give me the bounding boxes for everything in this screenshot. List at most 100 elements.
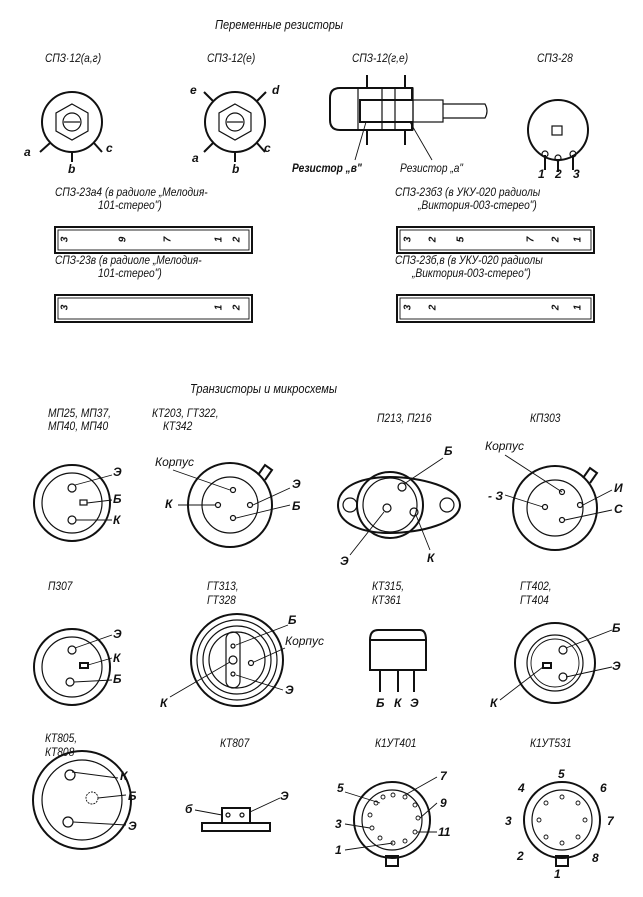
pot-sp3-12ag-drawing xyxy=(39,91,103,162)
pin-label: 7 xyxy=(440,769,447,783)
pin-label: К xyxy=(427,551,435,565)
transistor-kp303-drawing xyxy=(504,454,613,551)
pin-label: Корпус xyxy=(485,439,525,453)
label-sp3-23bv-line2: „Виктория-003-стерео") xyxy=(412,266,531,280)
pin-label: 2 xyxy=(427,304,439,311)
pin-label: Э xyxy=(612,659,621,673)
pot-sp3-12e-drawing xyxy=(203,91,267,162)
label-kt315-line2: КТ361 xyxy=(372,593,402,607)
pin-label: 3 xyxy=(59,236,71,243)
pin-label: 9 xyxy=(440,796,447,810)
pin-label: 2 xyxy=(550,236,562,243)
label-sp3-23b3-line2: „Виктория-003-стерео") xyxy=(418,198,537,212)
pin-label: 1 xyxy=(572,304,584,311)
pin-label: Э xyxy=(292,477,301,491)
pin-label: 2 xyxy=(231,236,243,243)
pin-label: 1 xyxy=(335,843,342,857)
pin-label: Э xyxy=(280,789,289,803)
pin-label: 1 xyxy=(213,304,225,311)
pin-label: Корпус xyxy=(285,634,325,648)
transistor-gt313-drawing xyxy=(169,613,289,707)
pin-label: b xyxy=(68,162,76,176)
label-sp3-23v-line2: 101-стерео") xyxy=(98,266,162,280)
section-title-transistors: Транзисторы и микросхемы xyxy=(190,381,337,396)
pin-label: 9 xyxy=(117,236,129,243)
pin-label: 3 xyxy=(59,304,71,311)
pin-label: d xyxy=(272,83,280,97)
pin-label: Б xyxy=(288,613,297,627)
pin-label: 1 xyxy=(538,167,545,181)
pin-label: 2 xyxy=(517,849,524,863)
pin-label: e xyxy=(190,83,197,97)
pin-label: Э xyxy=(410,696,419,710)
transistor-p213-drawing xyxy=(336,457,462,556)
label-p307: П307 xyxy=(48,579,73,593)
pin-label: К xyxy=(113,513,121,527)
pin-label: 6 xyxy=(600,781,607,795)
pin-label: Э xyxy=(285,683,294,697)
pin-label: И xyxy=(614,481,623,495)
label-sp3-23a4-line2: 101-стерео") xyxy=(98,198,162,212)
label-kt203-line2: КТ342 xyxy=(163,419,193,433)
pin-label: 3 xyxy=(402,236,414,243)
pin-label: 7 xyxy=(525,236,537,243)
pin-label: 2 xyxy=(427,236,439,243)
label-mp25-line2: МП40, МП40 xyxy=(48,419,109,433)
label-kp303: КП303 xyxy=(530,411,561,425)
label-sp3-23a4: СПЗ-23а4 (в радиоле „Мелодия- xyxy=(55,185,208,199)
pin-label: 5 xyxy=(337,781,344,795)
ic-k1ut531-drawing xyxy=(523,781,601,867)
label-gt402: ГТ402, xyxy=(520,579,552,593)
label-resistor-v: Резистор „в" xyxy=(292,161,362,175)
pin-label: 1 xyxy=(554,867,561,881)
pin-label: 5 xyxy=(455,236,467,243)
transistor-p307-drawing xyxy=(33,628,113,706)
label-sp3-12e: СПЗ-12(е) xyxy=(207,51,256,65)
pin-label: 3 xyxy=(335,817,342,831)
pin-label: Б xyxy=(376,696,385,710)
pin-label: Э xyxy=(128,819,137,833)
pin-label: 2 xyxy=(550,304,562,311)
pin-label: К xyxy=(160,696,168,710)
label-kt807: КТ807 xyxy=(220,736,250,750)
ic-k1ut401-drawing xyxy=(344,776,438,867)
pin-label: - З xyxy=(488,489,504,503)
section-title-resistors: Переменные резисторы xyxy=(215,17,344,32)
transistor-gt402-drawing xyxy=(499,622,613,704)
pin-label: 2 xyxy=(555,167,562,181)
pot-sp3-12ge-drawing xyxy=(329,75,488,161)
label-kt805: КТ805, xyxy=(45,731,78,745)
pin-label: К xyxy=(394,696,402,710)
pin-label: 8 xyxy=(592,851,599,865)
pin-label: К xyxy=(120,769,128,783)
pin-label: 3 xyxy=(505,814,512,828)
resistor-boxes xyxy=(54,226,595,323)
pin-label: Э xyxy=(113,627,122,641)
pin-label: С xyxy=(614,502,623,516)
transistor-kt807-drawing xyxy=(194,797,281,832)
label-gt402-line2: ГТ404 xyxy=(520,593,549,607)
pin-label: Э xyxy=(340,554,349,568)
label-sp3-12ag: СПЗ·12(а,г) xyxy=(45,51,102,65)
pin-label: Э xyxy=(113,465,122,479)
label-sp3-23bv: СПЗ-23б,в (в УКУ-020 радиолы xyxy=(395,253,543,267)
pin-label: 5 xyxy=(558,767,565,781)
pin-label: b xyxy=(232,162,240,176)
pin-label: Б xyxy=(612,621,621,635)
pin-label: 1 xyxy=(572,236,584,243)
pin-label: К xyxy=(490,696,498,710)
pin-label: 7 xyxy=(607,814,614,828)
label-sp3-23b3: СПЗ-23б3 (в УКУ-020 радиолы xyxy=(395,185,541,199)
pin-label: 1 xyxy=(213,236,225,243)
pin-label: Корпус xyxy=(155,455,195,469)
label-sp3-28: СПЗ-28 xyxy=(537,51,573,65)
pot-sp3-28-drawing xyxy=(527,99,589,172)
label-sp3-12ge: СПЗ-12(г,е) xyxy=(352,51,409,65)
pin-label: 3 xyxy=(402,304,414,311)
pin-label: Б xyxy=(128,789,137,803)
label-k1ut531: К1УТ531 xyxy=(530,736,572,750)
pin-label: 11 xyxy=(438,825,451,839)
pin-label: Б xyxy=(113,672,122,686)
pin-label: 2 xyxy=(231,304,243,311)
